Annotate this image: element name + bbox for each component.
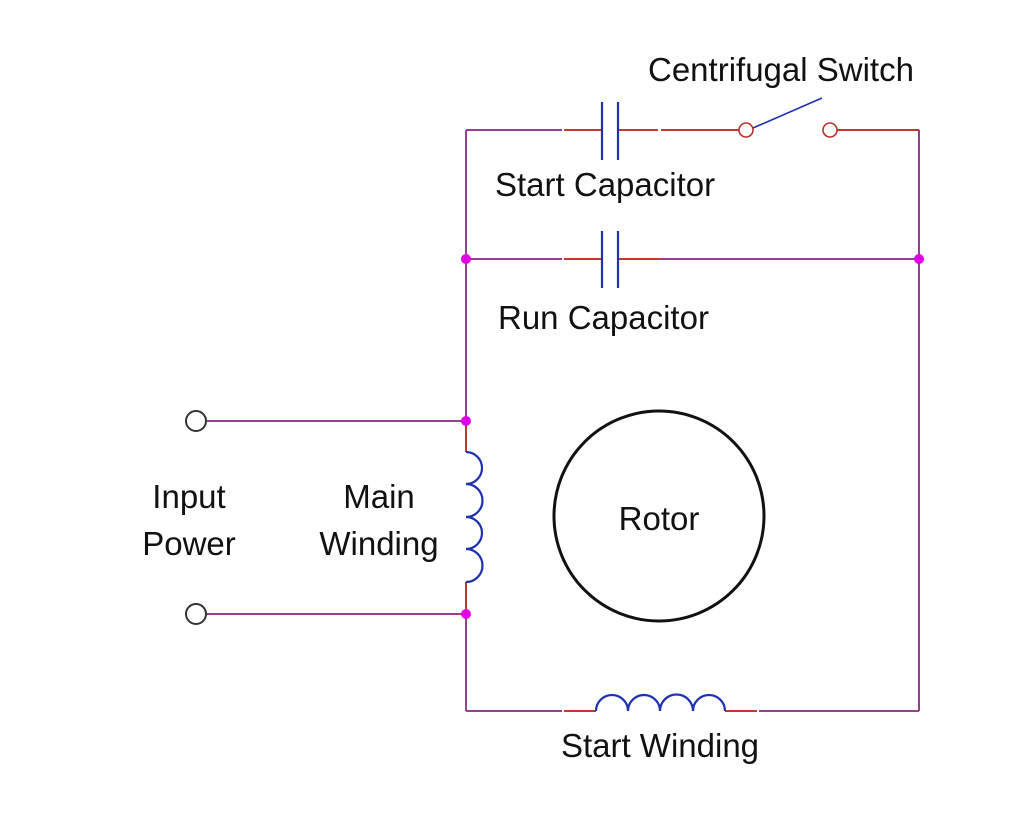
input-power-label-line1: Input: [152, 478, 225, 515]
switch-lever: [752, 97, 823, 129]
junction-input-bottom: [461, 609, 471, 619]
junction-run-right: [914, 254, 924, 264]
rotor-label: Rotor: [619, 500, 700, 537]
switch-contact-right: [822, 122, 838, 138]
run-capacitor-symbol: [600, 231, 620, 288]
start-winding-coil: [594, 693, 727, 712]
main-winding-label-line2: Winding: [319, 525, 438, 562]
rotor-circle: [552, 409, 766, 623]
junction-run-left: [461, 254, 471, 264]
start-capacitor-label: Start Capacitor: [495, 166, 715, 203]
input-terminal-bottom: [185, 603, 207, 625]
main-winding-coil: [465, 450, 484, 584]
start-winding-label: Start Winding: [561, 727, 759, 764]
run-capacitor-label: Run Capacitor: [498, 299, 709, 336]
junction-input-top: [461, 416, 471, 426]
input-power-label-line2: Power: [142, 525, 236, 562]
start-capacitor-symbol: [600, 102, 620, 160]
centrifugal-switch-symbol: [738, 97, 838, 138]
switch-contact-left: [738, 122, 754, 138]
main-winding-label-line1: Main: [343, 478, 415, 515]
input-terminal-top: [185, 410, 207, 432]
centrifugal-switch-label: Centrifugal Switch: [648, 51, 914, 88]
